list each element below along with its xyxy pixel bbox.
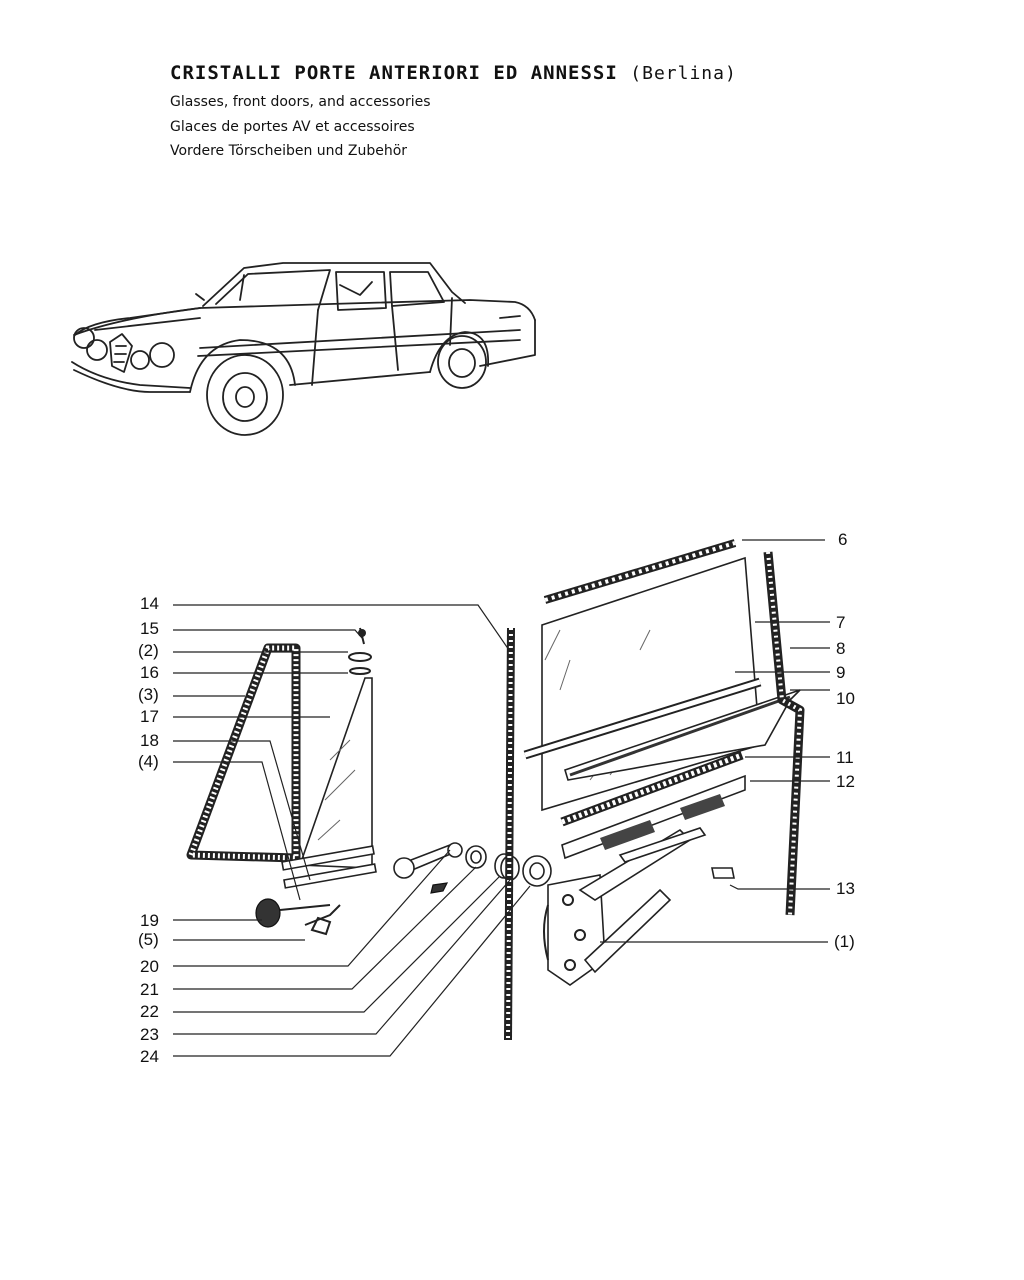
- label-14: 14: [140, 594, 159, 613]
- label-11: 11: [836, 748, 854, 767]
- subtitle-german: Vordere Törscheiben und Zubehör: [170, 143, 408, 159]
- label-1: (1): [834, 932, 855, 951]
- lower-channel-10: [564, 689, 801, 781]
- glass-channel-9: [523, 677, 762, 760]
- rear-run-channel-8: [763, 551, 805, 916]
- label-4: (4): [138, 752, 159, 771]
- outer-strip-12: [561, 774, 746, 860]
- label-23: 23: [140, 1025, 159, 1044]
- header: CRISTALLI PORTE ANTERIORI ED ANNESSI (Be…: [170, 62, 737, 164]
- label-18: 18: [140, 731, 159, 750]
- label-8: 8: [836, 639, 845, 658]
- label-2: (2): [138, 641, 159, 660]
- label-16: 16: [140, 663, 159, 682]
- car-illustration: [71, 262, 536, 436]
- inner-strip-11: [560, 750, 744, 827]
- subtitle-english: Glasses, front doors, and accessories: [170, 94, 431, 110]
- label-13: 13: [836, 879, 855, 898]
- label-6: 6: [838, 530, 847, 549]
- label-19: 19: [140, 911, 159, 930]
- title-suffix: (Berlina): [630, 63, 737, 84]
- label-22: 22: [140, 1002, 159, 1021]
- top-weatherstrip-6: [543, 539, 737, 604]
- run-channel-14: [504, 627, 515, 1041]
- label-12: 12: [836, 772, 855, 791]
- label-5: (5): [138, 930, 159, 949]
- window-crank-handle-20: [393, 842, 463, 894]
- vent-pivot-19-5: [255, 898, 341, 936]
- label-7: 7: [836, 613, 845, 632]
- label-10: 10: [836, 689, 855, 708]
- vent-glass-17: [298, 677, 373, 869]
- label-9: 9: [836, 663, 845, 682]
- label-21: 21: [140, 980, 159, 999]
- subtitle-french: Glaces de portes AV et accessoires: [170, 118, 415, 135]
- label-17: 17: [140, 707, 159, 726]
- part-number-labels: 6 7 8 9 10 11 12 13 (1) 14 15 (2) 16 (3)…: [138, 530, 855, 1066]
- clip-13: [711, 867, 735, 879]
- label-3: (3): [138, 685, 159, 704]
- window-regulator-1: [543, 827, 707, 986]
- label-20: 20: [140, 957, 159, 976]
- title-text: CRISTALLI PORTE ANTERIORI ED ANNESSI: [170, 62, 618, 84]
- label-24: 24: [140, 1047, 159, 1066]
- label-15: 15: [140, 619, 159, 638]
- leader-lines: [173, 539, 830, 1057]
- page-title: CRISTALLI PORTE ANTERIORI ED ANNESSI (Be…: [170, 62, 737, 84]
